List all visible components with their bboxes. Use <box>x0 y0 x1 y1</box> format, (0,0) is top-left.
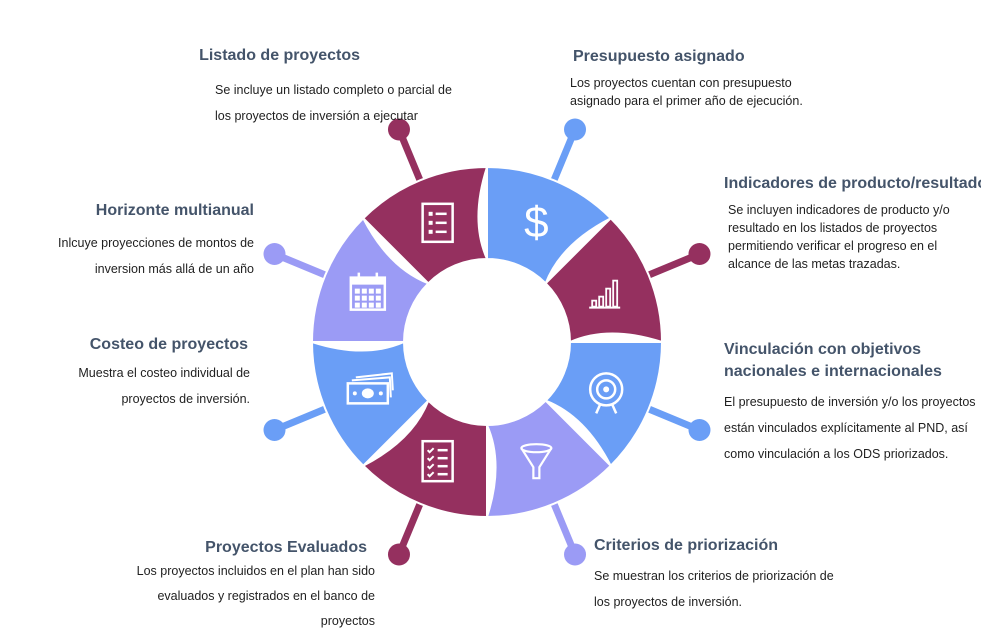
calendar-icon <box>349 272 387 311</box>
wheel-segment <box>544 216 664 344</box>
wheel-segment <box>361 165 489 285</box>
item-costeo: Costeo de proyectos Muestra el costeo in… <box>40 334 250 412</box>
item-listado: Listado de proyectos Se incluye un lista… <box>100 45 452 129</box>
target-icon <box>588 372 624 414</box>
item-title: Costeo de proyectos <box>89 336 248 353</box>
connector-dot <box>688 419 711 442</box>
funnel-icon <box>520 443 553 480</box>
connector-dot <box>263 419 286 442</box>
item-indicadores: Indicadores de producto/resultado Se inc… <box>724 173 981 273</box>
item-desc: Los proyectos cuentan con presupuesto as… <box>570 76 803 108</box>
item-title: Presupuesto asignado <box>573 48 745 65</box>
item-title: Horizonte multianual <box>95 202 254 219</box>
item-title: Vinculación con objetivos nacionales e i… <box>724 341 942 380</box>
document-list-icon <box>421 202 454 244</box>
money-bills-icon <box>346 372 394 405</box>
wheel-segment <box>543 341 664 468</box>
connector-dot <box>387 118 410 141</box>
connector-dot <box>564 543 587 566</box>
item-desc: Inlcuye proyecciones de montos de invers… <box>58 236 254 276</box>
wheel-segment <box>485 399 613 519</box>
item-desc: El presupuesto de inversión y/o los proy… <box>724 395 976 461</box>
connector-dot <box>688 242 711 265</box>
dollar-icon: $ <box>524 198 548 247</box>
item-title: Indicadores de producto/resultado <box>724 175 981 192</box>
wheel-segment <box>486 165 613 286</box>
item-presupuesto: Presupuesto asignado Los proyectos cuent… <box>570 46 820 110</box>
item-desc: Se incluyen indicadores de producto y/o … <box>728 203 950 271</box>
item-desc: Se incluye un listado completo o parcial… <box>215 83 452 123</box>
connector-dot <box>564 118 587 141</box>
item-criterios: Criterios de priorización Se muestran lo… <box>594 535 854 615</box>
item-horizonte: Horizonte multianual Inlcuye proyeccione… <box>30 200 254 282</box>
item-title: Listado de proyectos <box>199 47 360 64</box>
item-desc: Los proyectos incluidos en el plan han s… <box>136 564 375 628</box>
connector-dot <box>387 543 410 566</box>
item-desc: Se muestran los criterios de priorizació… <box>594 569 834 609</box>
item-desc: Muestra el costeo individual de proyecto… <box>78 366 250 406</box>
item-vinculacion: Vinculación con objetivos nacionales e i… <box>724 339 981 467</box>
connector-dot <box>263 242 286 265</box>
wheel-segment <box>361 398 488 519</box>
item-title: Criterios de priorización <box>594 537 779 554</box>
svg-text:$: $ <box>524 198 548 247</box>
item-title: Proyectos Evaluados <box>205 539 367 556</box>
bar-chart-icon <box>589 279 621 309</box>
checklist-icon <box>421 439 454 483</box>
item-evaluados: Proyectos Evaluados Los proyectos inclui… <box>110 537 375 634</box>
